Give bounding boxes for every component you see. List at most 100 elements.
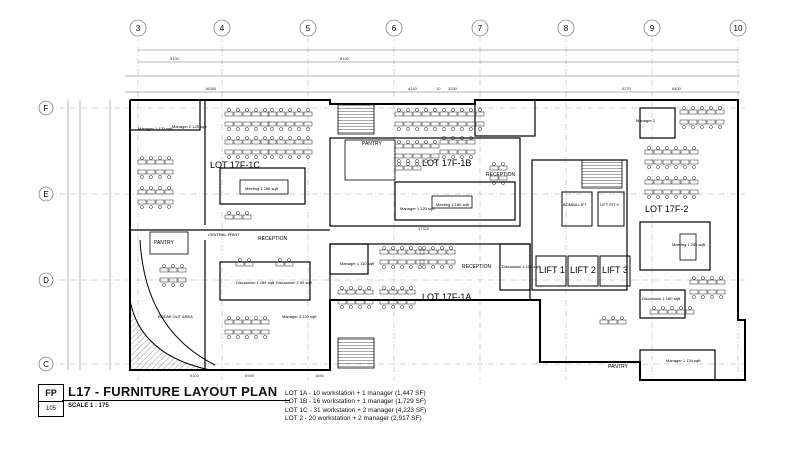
workstation-desk [267, 121, 277, 127]
workstation-chair [647, 176, 651, 180]
grid-column-label: 9 [650, 24, 655, 33]
workstation-chair [422, 265, 426, 269]
workstation-chair [391, 246, 395, 250]
workstation-desk [155, 189, 165, 195]
workstation-chair [674, 165, 678, 169]
workstation-desk [680, 179, 690, 185]
workstation-desk [421, 153, 431, 159]
workstation-chair [245, 127, 249, 131]
room-label: Meeting 1 286 sqft [245, 186, 279, 191]
workstation-chair [415, 159, 419, 163]
reception-label: RECEPTION [462, 264, 492, 270]
workstation-chair [149, 205, 153, 209]
grid-bubble [643, 19, 661, 37]
workstation-chair [391, 286, 395, 290]
reception-label: RECEPTION [258, 236, 288, 242]
workstation-chair [236, 316, 240, 320]
workstation-chair [602, 316, 606, 320]
workstation-desk [168, 267, 178, 273]
meeting-table [239, 179, 289, 195]
workstation-chair [700, 125, 704, 129]
workstation-desk [685, 309, 695, 315]
workstation-desk [439, 139, 449, 145]
workstation-chair [254, 155, 258, 159]
workstation-desk [267, 149, 277, 155]
workstation-chair [306, 108, 310, 112]
workstation-chair [227, 136, 231, 140]
dim-label: 6400 [672, 86, 682, 91]
workstation-chair [433, 159, 437, 163]
central-print-label: CENTRAL PRINT [208, 232, 240, 237]
lift-2-label: LIFT 2 [570, 265, 596, 275]
workstation-desk [355, 289, 365, 295]
workstation-chair [469, 136, 473, 140]
workstation-desk [688, 109, 698, 115]
workstation-desk [689, 189, 699, 195]
dim-label: 16050 [205, 86, 217, 91]
workstation-chair [167, 186, 171, 190]
workstation-chair [647, 165, 651, 169]
workstation-chair [709, 106, 713, 110]
lot-summary: LOT 1A - 10 workstation + 1 manager (1,4… [285, 390, 545, 423]
workstation-desk [662, 189, 672, 195]
workstation-desk [346, 299, 356, 305]
workstation-chair [665, 176, 669, 180]
workstation-desk [412, 165, 422, 171]
workstation-chair [406, 159, 410, 163]
workstation-chair [440, 246, 444, 250]
workstation-chair [406, 140, 410, 144]
grid-column-label: 10 [734, 24, 743, 33]
curved-partition [139, 239, 216, 366]
workstation-desk [233, 214, 243, 220]
workstation-desk [394, 121, 404, 127]
workstation-desk [715, 109, 725, 115]
workstation-desk [676, 309, 686, 315]
workstation-desk [224, 139, 234, 145]
workstation-desk [224, 329, 234, 335]
workstation-chair [415, 140, 419, 144]
workstation-chair [297, 108, 301, 112]
workstation-desk [242, 139, 252, 145]
workstation-chair [415, 108, 419, 112]
workstation-desk [457, 149, 467, 155]
workstation-chair [670, 306, 674, 310]
workstation-chair [167, 175, 171, 179]
workstation-desk [294, 149, 304, 155]
staircase [581, 159, 623, 189]
workstation-chair [451, 136, 455, 140]
workstation-desk [406, 249, 416, 255]
workstation-chair [719, 295, 723, 299]
workstation-chair [661, 306, 665, 310]
workstation-chair [431, 246, 435, 250]
workstation-desk [260, 149, 270, 155]
workstation-chair [263, 108, 267, 112]
workstation-desk [146, 189, 156, 195]
workstation-chair [431, 265, 435, 269]
workstation-chair [409, 305, 413, 309]
workstation-chair [415, 162, 419, 166]
grid-bubble [729, 19, 747, 37]
workstation-desk [475, 121, 485, 127]
workstation-chair [227, 127, 231, 131]
title-underline [62, 400, 290, 401]
workstation-chair [449, 265, 453, 269]
workstation-chair [254, 316, 258, 320]
workstation-desk [251, 111, 261, 117]
grid-column-label: 6 [392, 24, 397, 33]
workstation-desk [394, 165, 404, 171]
workstation-chair [433, 108, 437, 112]
workstation-chair [451, 127, 455, 131]
workstation-desk [397, 299, 407, 305]
workstation-chair [683, 195, 687, 199]
dim-label: 8100 [340, 56, 350, 61]
workstation-chair [469, 155, 473, 159]
workstation-desk [406, 299, 416, 305]
dim-label: 17320 [418, 226, 430, 231]
workstation-chair [171, 283, 175, 287]
grid-column-label: 3 [136, 24, 141, 33]
workstation-chair [418, 265, 422, 269]
workstation-desk [466, 111, 476, 117]
workstation-desk [137, 169, 147, 175]
workstation-desk [428, 259, 438, 265]
workstation-desk [364, 289, 374, 295]
